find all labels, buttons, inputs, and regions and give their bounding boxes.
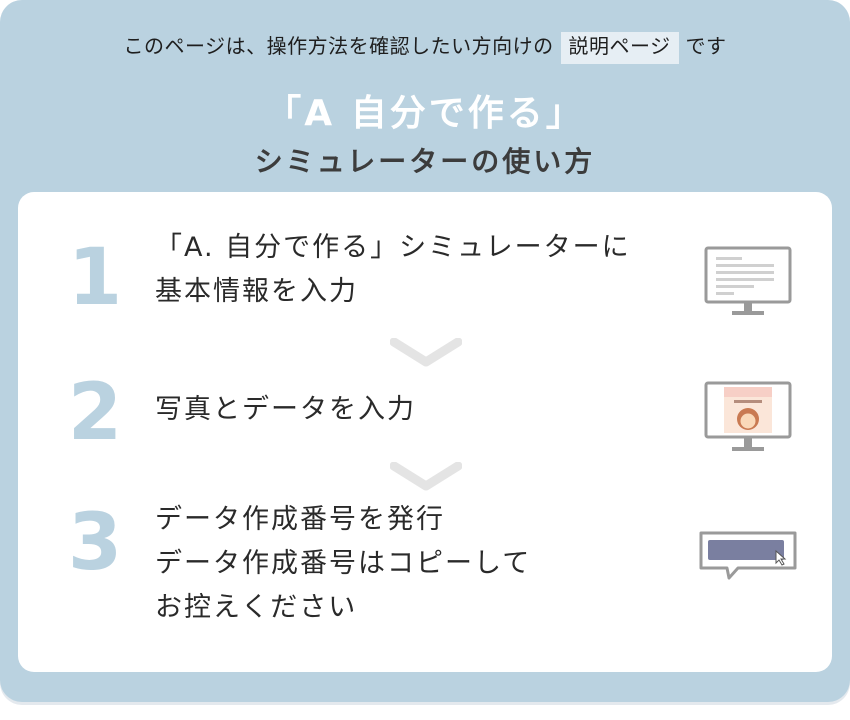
step-text-1: 「A. 自分で作る」シミュレーターに 基本情報を入力 — [155, 226, 631, 314]
intro-text: このページは、操作方法を確認したい方向けの 説明ページ です — [0, 30, 850, 64]
chevron-down-icon — [390, 338, 462, 367]
step-3-line-1: データ作成番号を発行 — [155, 504, 445, 535]
chevron-down-icon — [390, 462, 462, 491]
page-title: 「A 自分で作る」 — [265, 93, 585, 134]
step-text-2: 写真とデータを入力 — [155, 388, 416, 432]
monitor-form-icon — [704, 246, 792, 315]
step-2-line-1: 写真とデータを入力 — [155, 394, 416, 425]
copy-code-bubble-icon — [699, 531, 797, 580]
page-frame: このページは、操作方法を確認したい方向けの 説明ページ です 「A 自分で作る」… — [0, 0, 850, 702]
intro-highlight: 説明ページ — [560, 32, 679, 64]
intro-suffix: です — [685, 34, 727, 58]
step-number-1: 1 — [67, 233, 123, 323]
intro-prefix: このページは、操作方法を確認したい方向けの — [123, 34, 554, 58]
step-3-line-2: データ作成番号はコピーして — [155, 548, 532, 579]
step-text-3: データ作成番号を発行 データ作成番号はコピーして お控えください — [155, 498, 531, 630]
step-number-2: 2 — [67, 368, 123, 458]
step-3-line-3: お控えください — [155, 592, 358, 623]
step-1-line-1: 「A. 自分で作る」シミュレーターに — [155, 232, 631, 263]
page-subtitle: シミュレーターの使い方 — [254, 145, 596, 178]
monitor-photo-icon — [704, 381, 792, 451]
steps-card: 1 「A. 自分で作る」シミュレーターに 基本情報を入力 2 写真とデータを入力 — [18, 192, 832, 672]
step-1-line-2: 基本情報を入力 — [155, 276, 358, 307]
step-number-3: 3 — [67, 498, 123, 588]
